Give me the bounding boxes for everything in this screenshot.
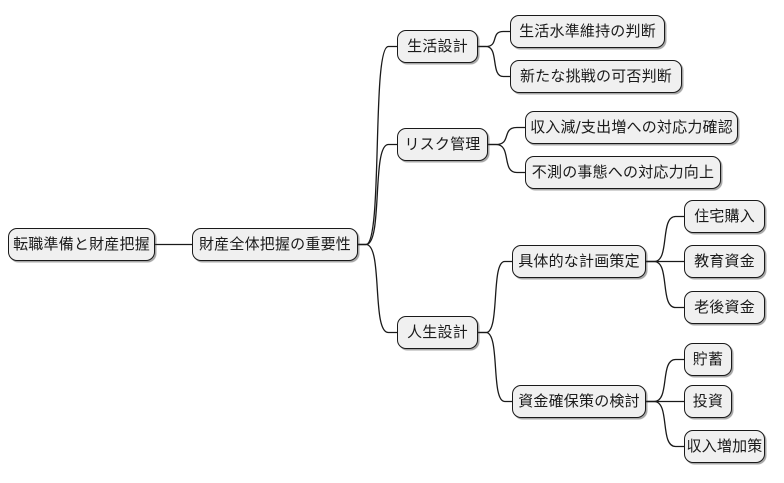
edge-risk_mgmt-to-risk_2	[487, 143, 526, 174]
node-life-standard-judgement[interactable]: 生活水準維持の判断	[510, 15, 665, 48]
edge-importance-to-life_plan	[357, 243, 398, 334]
edge-life_design-to-life_1	[477, 30, 511, 48]
node-importance[interactable]: 財産全体把握の重要性	[192, 228, 358, 261]
node-new-challenge-judgement-label: 新たな挑戦の可否判断	[519, 66, 672, 85]
node-root-label: 転職準備と財産把握	[13, 234, 150, 253]
node-concrete-plan[interactable]: 具体的な計画策定	[512, 245, 646, 278]
edge-life_design-to-life_2	[477, 45, 511, 78]
node-investment-label: 投資	[692, 391, 724, 410]
node-contingency-response[interactable]: 不測の事態への対応力向上	[525, 156, 721, 189]
node-home-purchase[interactable]: 住宅購入	[684, 200, 765, 233]
node-importance-label: 財産全体把握の重要性	[198, 234, 351, 253]
node-retirement-fund-label: 老後資金	[694, 297, 755, 316]
node-concrete-plan-label: 具体的な計画策定	[518, 251, 640, 270]
edge-life_plan-to-concrete_plan	[477, 260, 513, 334]
node-risk-management-label: リスク管理	[404, 134, 481, 153]
node-fund-plan[interactable]: 資金確保策の検討	[512, 385, 646, 418]
node-investment[interactable]: 投資	[684, 385, 732, 418]
node-income-expense-response-label: 収入減/支出増への対応力確認	[530, 117, 733, 136]
node-education-fund-label: 教育資金	[694, 251, 755, 270]
edge-importance-to-risk_mgmt	[357, 143, 398, 246]
node-home-purchase-label: 住宅購入	[694, 206, 755, 225]
node-income-increase-label: 収入増加策	[686, 436, 763, 455]
node-savings-label: 貯蓄	[692, 349, 724, 368]
node-root[interactable]: 転職準備と財産把握	[8, 228, 155, 261]
node-income-increase[interactable]: 収入増加策	[684, 430, 765, 463]
edge-importance-to-life_design	[357, 45, 398, 246]
edge-fund_plan-to-fund_1	[645, 358, 685, 403]
node-life-design-label: 生活設計	[407, 36, 468, 55]
node-risk-management[interactable]: リスク管理	[397, 128, 488, 161]
node-new-challenge-judgement[interactable]: 新たな挑戦の可否判断	[510, 60, 682, 93]
node-life-plan-label: 人生設計	[407, 322, 468, 341]
node-education-fund[interactable]: 教育資金	[684, 245, 765, 278]
node-retirement-fund[interactable]: 老後資金	[684, 291, 765, 324]
edge-life_plan-to-fund_plan	[477, 331, 513, 403]
node-income-expense-response[interactable]: 収入減/支出増への対応力確認	[525, 111, 738, 144]
node-life-plan[interactable]: 人生設計	[397, 316, 478, 349]
node-savings[interactable]: 貯蓄	[684, 343, 732, 376]
edge-risk_mgmt-to-risk_1	[487, 126, 526, 146]
edge-fund_plan-to-fund_3	[645, 400, 685, 448]
node-contingency-response-label: 不測の事態への対応力向上	[531, 162, 715, 181]
node-life-standard-judgement-label: 生活水準維持の判断	[519, 21, 656, 40]
edge-concrete_plan-to-plan_1	[645, 215, 685, 263]
edge-concrete_plan-to-plan_3	[645, 260, 685, 309]
node-life-design[interactable]: 生活設計	[397, 30, 478, 63]
node-fund-plan-label: 資金確保策の検討	[518, 391, 640, 410]
